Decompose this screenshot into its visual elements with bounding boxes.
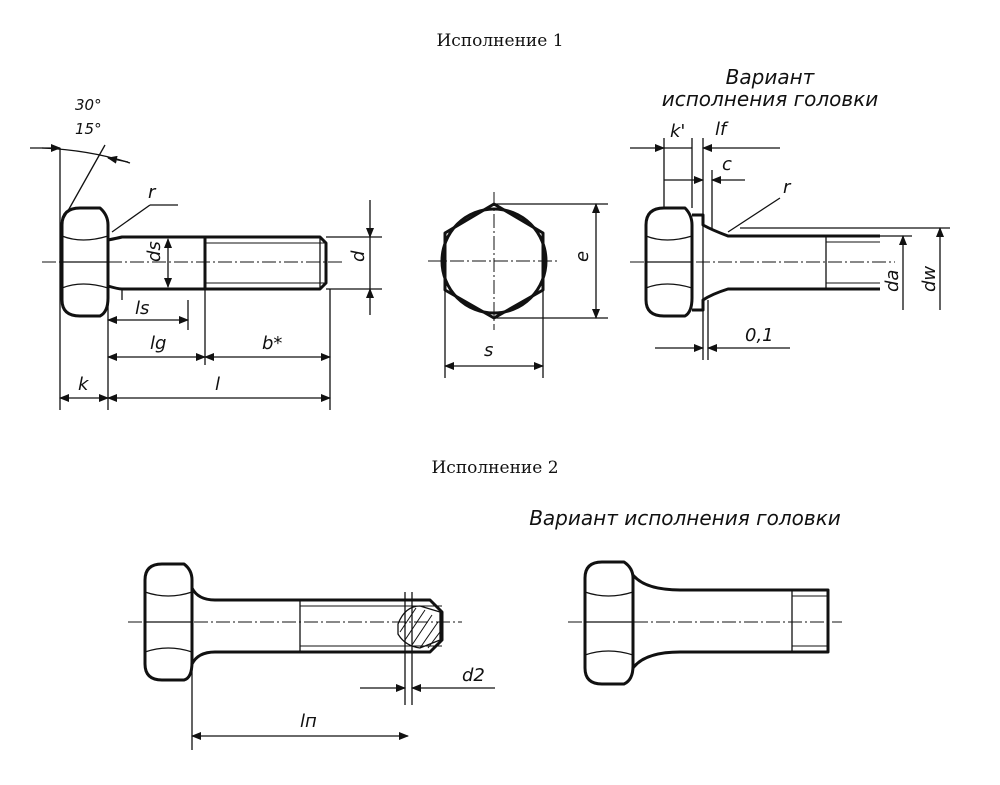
lg-label: lg [150, 333, 166, 354]
heading-execution-2: Исполнение 2 [431, 458, 558, 478]
r2-label: r [783, 177, 792, 198]
dw-label: dw [919, 266, 940, 292]
ln-label: lп [300, 711, 317, 732]
angle-15-label: 15° [75, 120, 102, 138]
head-variant-top: k' lf c r da dw 0,1 [630, 119, 950, 360]
head-variant-bottom [568, 560, 842, 686]
e-label: e [572, 251, 593, 262]
r-label: r [148, 182, 157, 203]
b-label: b* [262, 333, 282, 354]
s-label: s [484, 340, 493, 361]
c-label: c [722, 154, 732, 175]
variant-label-bottom: Вариант исполнения головки [529, 506, 841, 530]
k-label: k [78, 374, 90, 395]
angle-30-label: 30° [75, 96, 102, 114]
heading-execution-1: Исполнение 1 [436, 31, 563, 51]
variant-label-line2: исполнения головки [662, 87, 879, 111]
bolt-end-view: e s [428, 192, 608, 378]
k-prime-label: k' [670, 121, 685, 142]
d-label: d [348, 250, 369, 262]
bolt-side-view-2: d2 lп [128, 562, 495, 750]
da-label: da [882, 270, 903, 292]
bolt-side-view-1: 30° 15° r ds d ls lg b* k l [30, 96, 382, 410]
l-label: l [215, 374, 220, 395]
gap-label: 0,1 [745, 325, 774, 346]
variant-label-line1: Вариант [726, 65, 816, 89]
lf-label: lf [715, 119, 729, 140]
d2-label: d2 [462, 665, 485, 686]
ls-label: ls [135, 298, 149, 319]
ds-label: ds [144, 241, 165, 262]
